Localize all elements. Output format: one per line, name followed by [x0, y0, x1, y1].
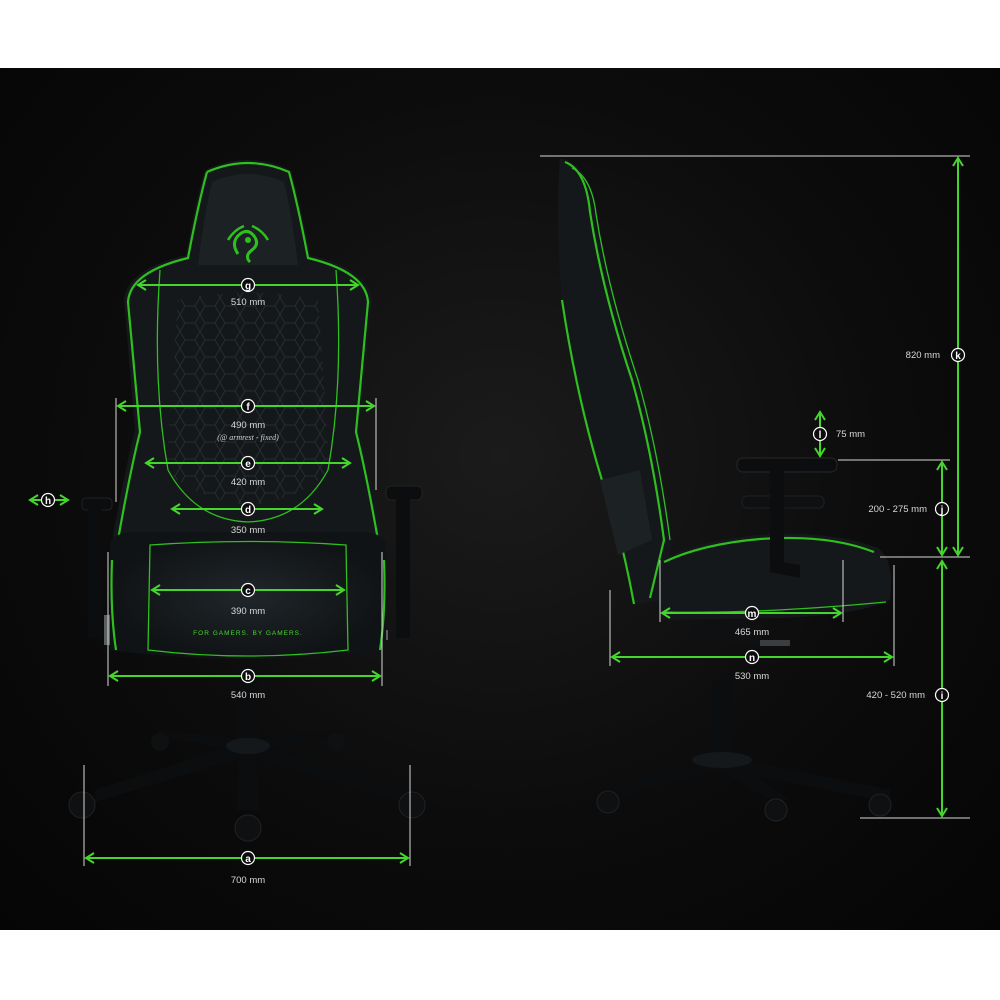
svg-text:e: e	[245, 459, 251, 470]
svg-text:d: d	[245, 505, 251, 516]
dim-c-value: 390 mm	[231, 606, 265, 617]
svg-text:n: n	[749, 653, 755, 664]
dim-f-armrest-width: f 490 mm (@ armrest - fixed)	[115, 398, 377, 502]
dim-i-value: 420 - 520 mm	[866, 690, 925, 701]
razer-snake-logo	[226, 224, 270, 264]
dim-e-value: 420 mm	[231, 477, 265, 488]
front-backrest-piping	[206, 161, 380, 541]
dim-c-seat-width: c 390 mm	[150, 582, 346, 617]
svg-text:g: g	[245, 281, 251, 292]
side-seat	[657, 533, 892, 620]
dim-k-value: 820 mm	[906, 350, 940, 361]
svg-text:i: i	[941, 691, 944, 702]
diagram-panel: FOR GAMERS. BY GAMERS.	[0, 68, 1000, 930]
dim-d-value: 350 mm	[231, 525, 265, 536]
dim-a-base-width: a 700 mm	[83, 765, 411, 886]
front-hex-panel	[166, 292, 330, 505]
dim-l-armrest-travel: l 75 mm	[812, 410, 865, 458]
dim-g-headrest-width: g 510 mm	[136, 277, 360, 308]
svg-text:b: b	[245, 672, 251, 683]
dim-j-value: 200 - 275 mm	[868, 504, 927, 515]
side-armrest	[736, 457, 838, 578]
dim-n-value: 530 mm	[735, 671, 769, 682]
dim-l-value: 75 mm	[836, 429, 865, 440]
front-chair-base	[68, 668, 426, 842]
side-chair	[557, 158, 892, 822]
svg-text:l: l	[819, 430, 822, 441]
dim-b-value: 540 mm	[231, 690, 265, 701]
svg-text:c: c	[245, 586, 251, 597]
front-chair: FOR GAMERS. BY GAMERS.	[68, 160, 426, 842]
front-left-armrest	[81, 497, 114, 645]
dim-f-note: (@ armrest - fixed)	[217, 433, 279, 442]
dim-j-armrest-height: j 200 - 275 mm	[838, 459, 950, 557]
dim-b-outer-width: b 540 mm	[107, 552, 383, 701]
dim-i-seat-height: i 420 - 520 mm	[860, 559, 970, 819]
svg-text:f: f	[246, 402, 250, 413]
svg-text:a: a	[245, 854, 251, 865]
chair-dimension-diagram: FOR GAMERS. BY GAMERS.	[28, 155, 970, 886]
dim-g-value: 510 mm	[231, 297, 265, 308]
dim-d-lumbar-width: d 350 mm	[170, 501, 324, 536]
dim-f-value: 490 mm	[231, 420, 265, 431]
dim-k-backrest-height: k 820 mm	[540, 155, 970, 558]
side-chair-base	[596, 625, 892, 822]
dim-m-seat-depth: m 465 mm	[659, 560, 844, 638]
dim-h-armrest-adjust: h	[28, 492, 70, 508]
svg-text:m: m	[748, 609, 757, 620]
dim-e-back-width: e 420 mm	[144, 455, 352, 488]
dim-m-value: 465 mm	[735, 627, 769, 638]
svg-text:h: h	[45, 496, 51, 507]
svg-text:j: j	[940, 505, 944, 516]
slogan-text: FOR GAMERS. BY GAMERS.	[193, 630, 303, 637]
svg-text:k: k	[955, 351, 961, 362]
dim-a-value: 700 mm	[231, 875, 265, 886]
dim-n-overall-depth: n 530 mm	[609, 565, 895, 682]
